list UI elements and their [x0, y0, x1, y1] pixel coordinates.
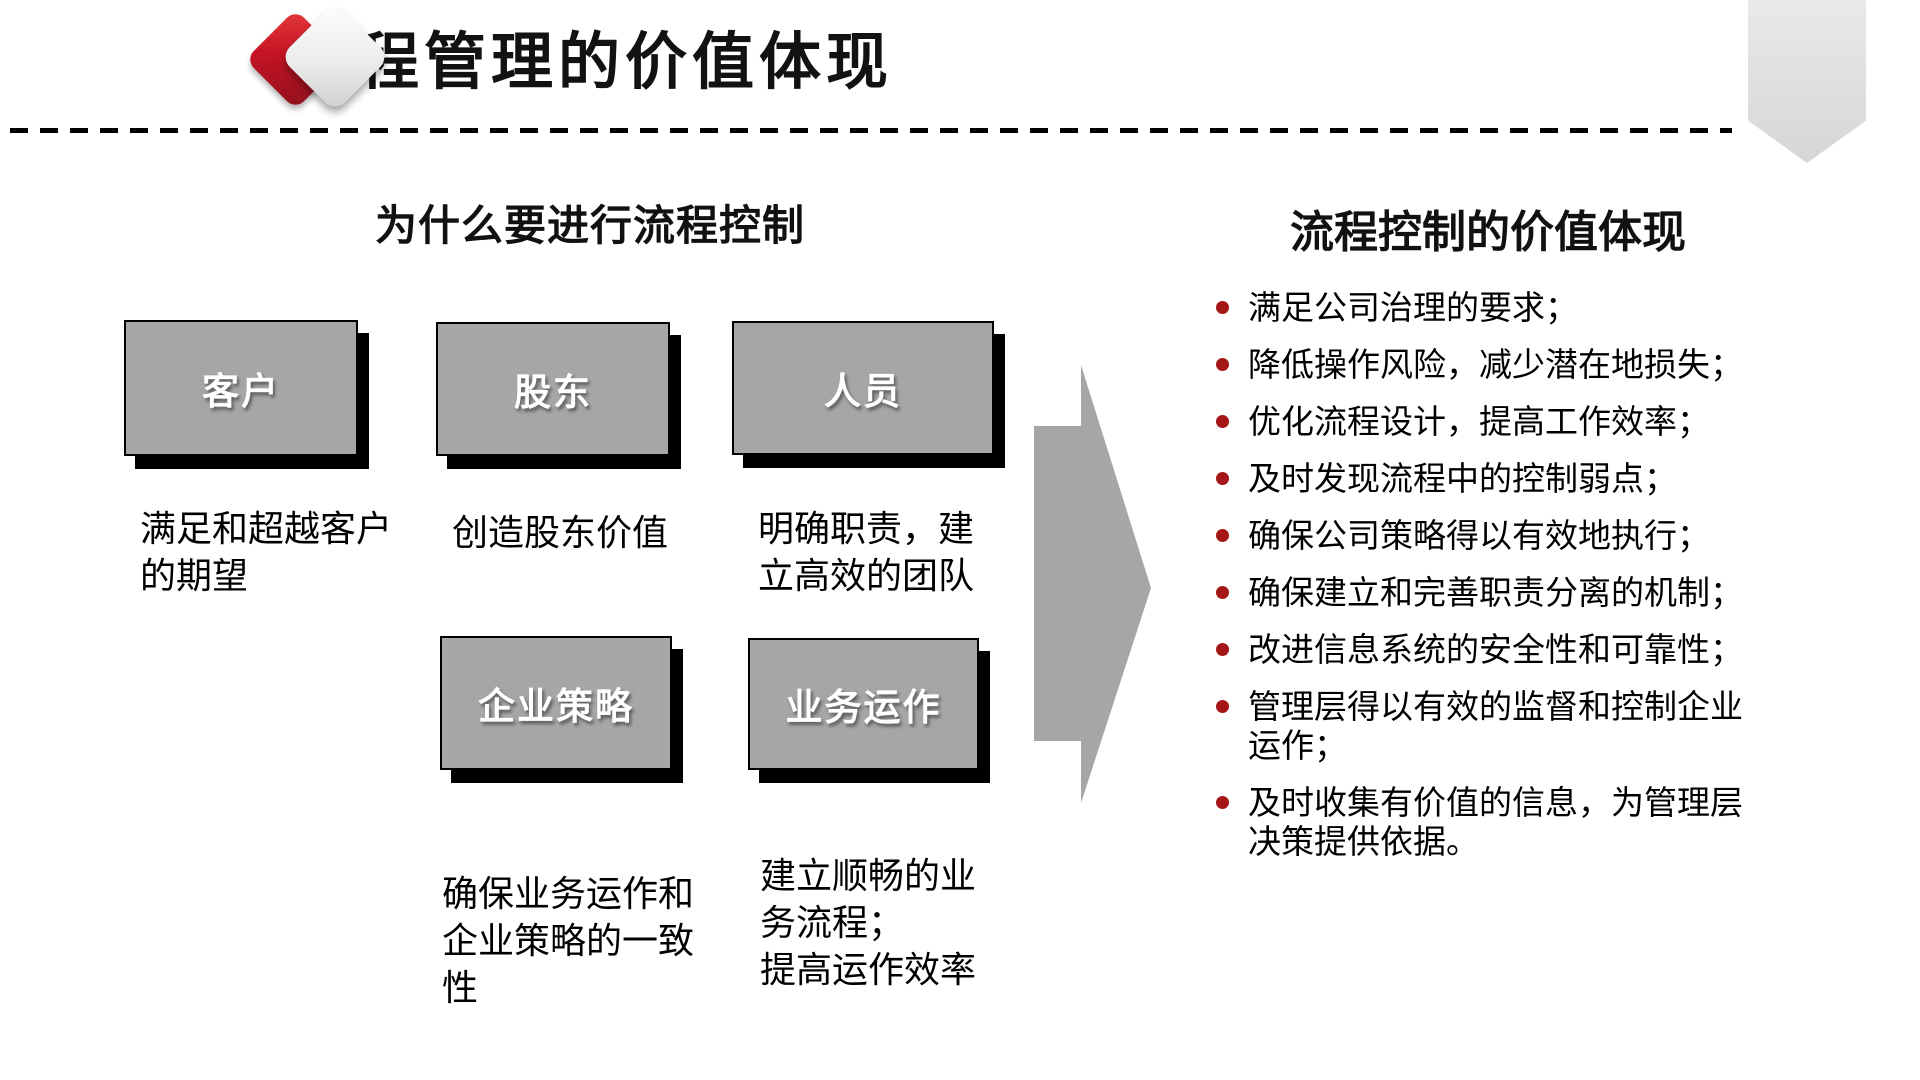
- bullet-dot-icon: [1216, 301, 1229, 314]
- dashed-divider: [10, 128, 1732, 133]
- bullet-dot-icon: [1216, 358, 1229, 371]
- bullet-dot-icon: [1216, 796, 1229, 809]
- desc-shareholder: 创造股东价值: [452, 512, 669, 553]
- box-personnel: 人员: [732, 321, 994, 455]
- bullet-dot-icon: [1216, 643, 1229, 656]
- bullet-dot-icon: [1216, 700, 1229, 713]
- box-operation-label: 业务运作: [785, 687, 942, 728]
- value-list-item-text: 确保建立和完善职责分离的机制；: [1248, 574, 1743, 611]
- value-list-item-text: 改进信息系统的安全性和可靠性；: [1248, 631, 1743, 668]
- value-list: 满足公司治理的要求； 降低操作风险，减少潜在地损失； 优化流程设计，提高工作效率…: [1212, 288, 1748, 879]
- box-customer: 客户: [124, 320, 358, 456]
- value-list-item-text: 及时发现流程中的控制弱点；: [1248, 460, 1677, 497]
- box-customer-label: 客户: [202, 371, 280, 412]
- value-list-item: 及时发现流程中的控制弱点；: [1212, 459, 1748, 498]
- value-list-item: 确保公司策略得以有效地执行；: [1212, 516, 1748, 555]
- right-arrow-icon: [1034, 365, 1151, 803]
- value-list-item: 优化流程设计，提高工作效率；: [1212, 402, 1748, 441]
- box-personnel-label: 人员: [824, 371, 902, 412]
- value-list-item: 确保建立和完善职责分离的机制；: [1212, 573, 1748, 612]
- bullet-dot-icon: [1216, 529, 1229, 542]
- value-list-item-text: 满足公司治理的要求；: [1248, 289, 1578, 326]
- value-list-item: 降低操作风险，减少潜在地损失；: [1212, 345, 1748, 384]
- box-strategy-label: 企业策略: [478, 686, 634, 727]
- bullet-dot-icon: [1216, 415, 1229, 428]
- bullet-dot-icon: [1216, 472, 1229, 485]
- page-title: 流程管理的价值体现: [290, 28, 894, 97]
- desc-strategy: 确保业务运作和企业策略的一致性: [442, 873, 695, 1008]
- value-list-item-text: 管理层得以有效的监督和控制企业运作；: [1248, 688, 1743, 764]
- desc-customer: 满足和超越客户的期望: [140, 508, 393, 596]
- desc-operation: 建立顺畅的业务流程； 提高运作效率: [760, 855, 977, 990]
- slide-logo: [118, 0, 391, 135]
- box-operation: 业务运作: [748, 638, 979, 770]
- bullet-dot-icon: [1216, 586, 1229, 599]
- value-list-item: 满足公司治理的要求；: [1212, 288, 1748, 327]
- right-section-heading: 流程控制的价值体现: [1290, 208, 1686, 257]
- box-shareholder-label: 股东: [514, 372, 592, 413]
- value-list-item-text: 及时收集有价值的信息，为管理层决策提供依据。: [1248, 784, 1743, 860]
- value-list-item: 改进信息系统的安全性和可靠性；: [1212, 630, 1748, 669]
- value-list-item: 管理层得以有效的监督和控制企业运作；: [1212, 687, 1748, 765]
- value-list-item-text: 降低操作风险，减少潜在地损失；: [1248, 346, 1743, 383]
- box-shareholder: 股东: [436, 322, 670, 456]
- value-list-item-text: 优化流程设计，提高工作效率；: [1248, 403, 1710, 440]
- value-list-item: 及时收集有价值的信息，为管理层决策提供依据。: [1212, 783, 1748, 861]
- box-strategy: 企业策略: [440, 636, 672, 770]
- desc-personnel: 明确职责，建立高效的团队: [758, 508, 975, 596]
- left-section-heading: 为什么要进行流程控制: [375, 202, 806, 249]
- value-list-item-text: 确保公司策略得以有效地执行；: [1248, 517, 1710, 554]
- corner-ribbon-icon: [1748, 0, 1866, 163]
